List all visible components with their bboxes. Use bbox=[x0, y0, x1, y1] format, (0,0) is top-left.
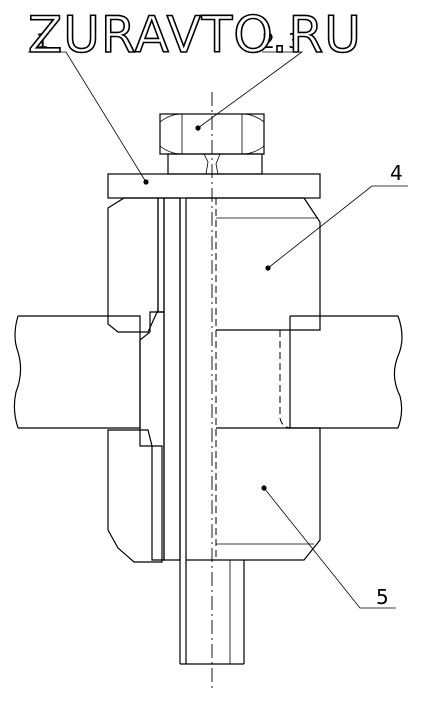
upper-inner-sleeve bbox=[157, 197, 165, 313]
callout-1: 1 bbox=[36, 29, 49, 53]
frame-bracket bbox=[13, 315, 403, 429]
nut bbox=[159, 113, 265, 175]
callout-5: 5 bbox=[376, 585, 389, 609]
spacer-sleeve bbox=[139, 311, 165, 561]
callout-3: 3 bbox=[288, 29, 301, 53]
leader-lines bbox=[28, 51, 408, 609]
callout-4: 4 bbox=[390, 161, 403, 185]
lower-cushion bbox=[186, 427, 321, 561]
callout-2: 2 bbox=[262, 29, 275, 53]
upper-cushion bbox=[186, 197, 321, 331]
lower-rubber-bushing bbox=[107, 429, 163, 563]
bolt-shank-section bbox=[163, 197, 181, 561]
washer-plate bbox=[107, 173, 321, 199]
watermark: ZURAVTO.RU bbox=[28, 6, 362, 64]
